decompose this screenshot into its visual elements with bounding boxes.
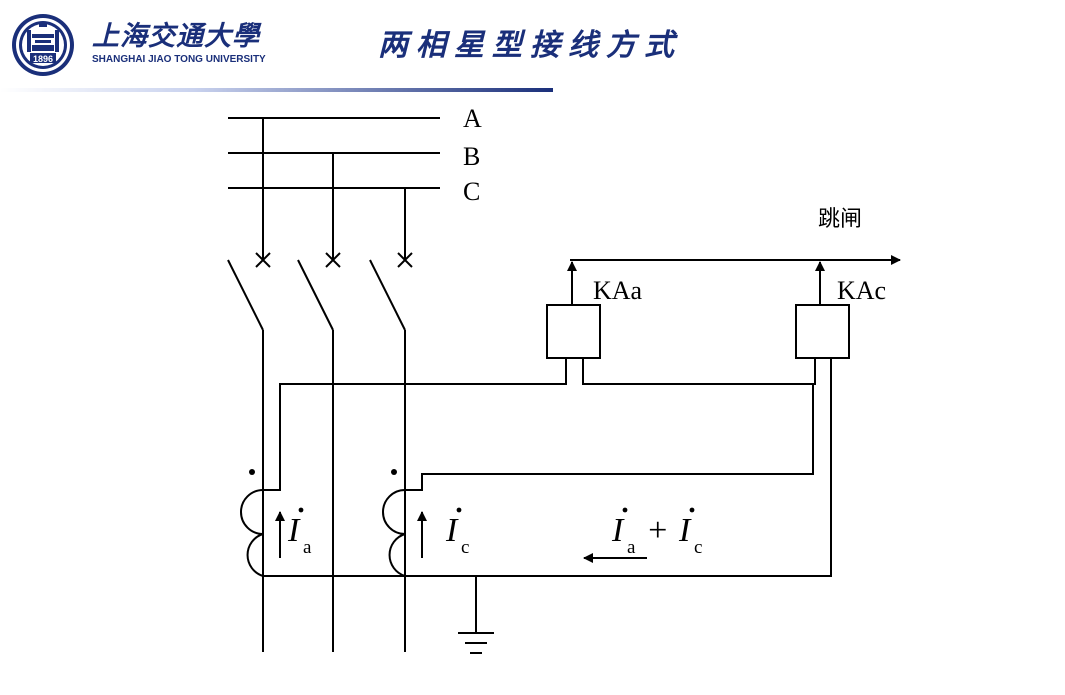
secondary-wiring [263,358,832,632]
trip-label: 跳闸 [818,207,862,232]
current-sum-label: I a + I c [611,507,702,558]
phase-b-conductor [297,153,341,652]
relay-kac-label: KAc [837,276,886,305]
ground-icon [458,632,494,654]
relay-kaa-box [546,304,601,359]
phase-c-conductor [369,188,413,652]
svg-text:c: c [461,537,469,558]
svg-text:I: I [611,512,625,549]
university-name-chinese: 上海交通大學 [92,21,260,52]
relay-kaa-label: KAa [593,276,643,305]
bus-a-label: A [463,104,482,133]
university-seal-icon: 1896 [12,14,74,76]
svg-text:a: a [303,537,312,558]
bus-c-label: C [463,177,480,206]
university-name-english: SHANGHAI JIAO TONG UNIVERSITY [92,54,266,65]
seal-year: 1896 [33,54,53,64]
current-transformer-a [240,469,264,577]
svg-text:I: I [445,512,459,549]
current-c-label: I c [445,507,469,558]
page-title: 两相星型接线方式 [378,28,682,63]
bus-b-label: B [463,142,480,171]
current-transformer-c [382,469,406,577]
phase-a-conductor [227,118,271,652]
svg-text:a: a [627,537,636,558]
svg-text:I: I [678,512,692,549]
svg-text:+: + [646,512,669,549]
slide-header: 1896 上海交通大學 SHANGHAI JIAO TONG UNIVERSIT… [0,0,1065,95]
header-divider [0,88,553,92]
svg-text:I: I [287,512,301,549]
svg-text:c: c [694,537,702,558]
relay-kac-box [795,304,850,359]
current-a-label: I a [287,507,312,558]
